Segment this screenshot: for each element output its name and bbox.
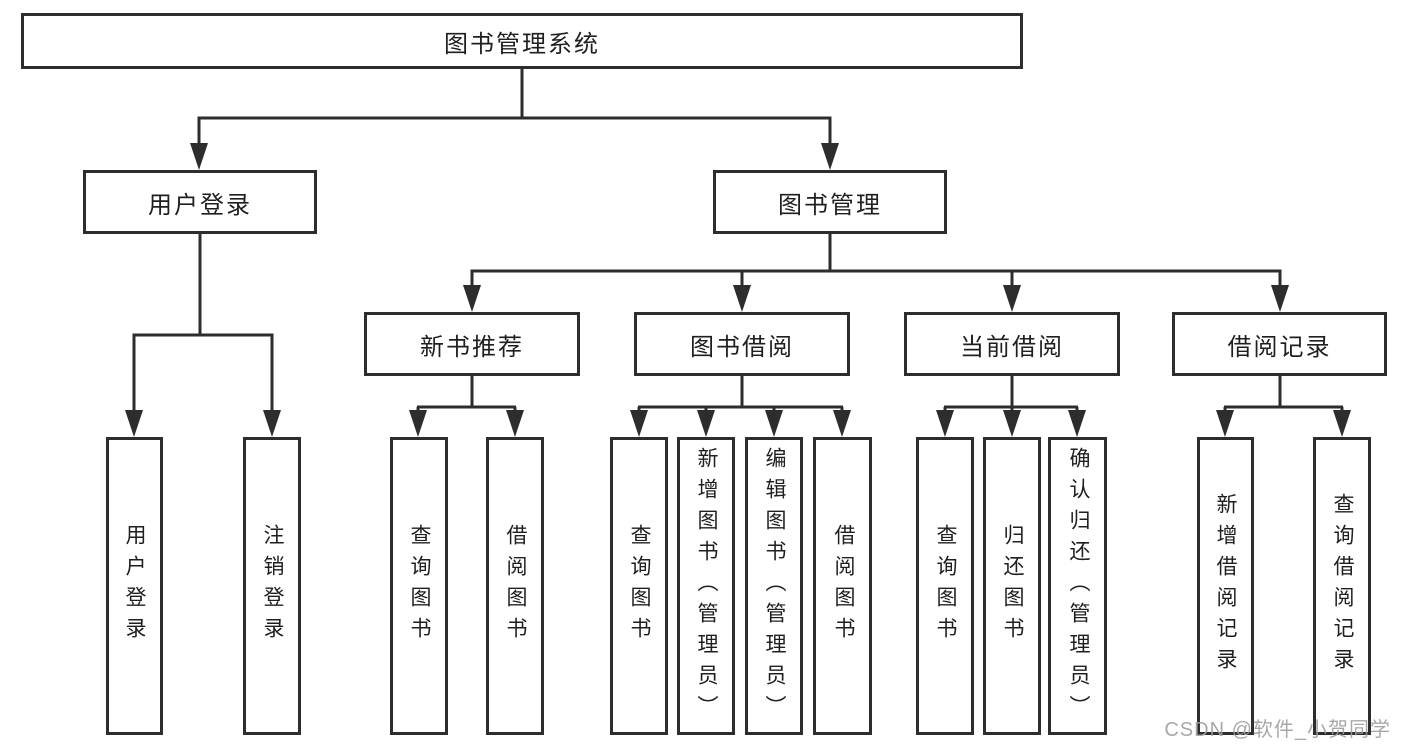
node-new-book-recommend: 新书推荐 bbox=[364, 312, 580, 376]
csdn-watermark: CSDN @软件_小贺同学 bbox=[1164, 719, 1391, 741]
leaf-confirm-return-admin: 确认归还（管理员） bbox=[1048, 437, 1107, 735]
leaf-query-book-borrowing: 查询图书 bbox=[610, 437, 668, 735]
node-borrowing-records: 借阅记录 bbox=[1172, 312, 1387, 376]
leaf-query-borrow-record: 查询借阅记录 bbox=[1313, 437, 1371, 735]
leaf-return-book: 归还图书 bbox=[983, 437, 1041, 735]
leaf-query-book-recommend: 查询图书 bbox=[390, 437, 448, 735]
node-book-borrowing: 图书借阅 bbox=[634, 312, 850, 376]
node-library-management-system: 图书管理系统 bbox=[21, 13, 1023, 69]
leaf-add-borrow-record: 新增借阅记录 bbox=[1197, 437, 1254, 735]
leaf-logout: 注销登录 bbox=[243, 437, 301, 735]
leaf-borrow-book-recommend: 借阅图书 bbox=[486, 437, 544, 735]
leaf-add-book-admin: 新增图书（管理员） bbox=[677, 437, 735, 735]
node-user-login: 用户登录 bbox=[83, 170, 317, 234]
leaf-user-login: 用户登录 bbox=[106, 437, 163, 735]
leaf-query-book-current: 查询图书 bbox=[916, 437, 974, 735]
node-current-borrowing: 当前借阅 bbox=[904, 312, 1120, 376]
leaf-borrow-book-borrowing: 借阅图书 bbox=[813, 437, 872, 735]
node-book-management: 图书管理 bbox=[713, 170, 947, 234]
leaf-edit-book-admin: 编辑图书（管理员） bbox=[745, 437, 803, 735]
